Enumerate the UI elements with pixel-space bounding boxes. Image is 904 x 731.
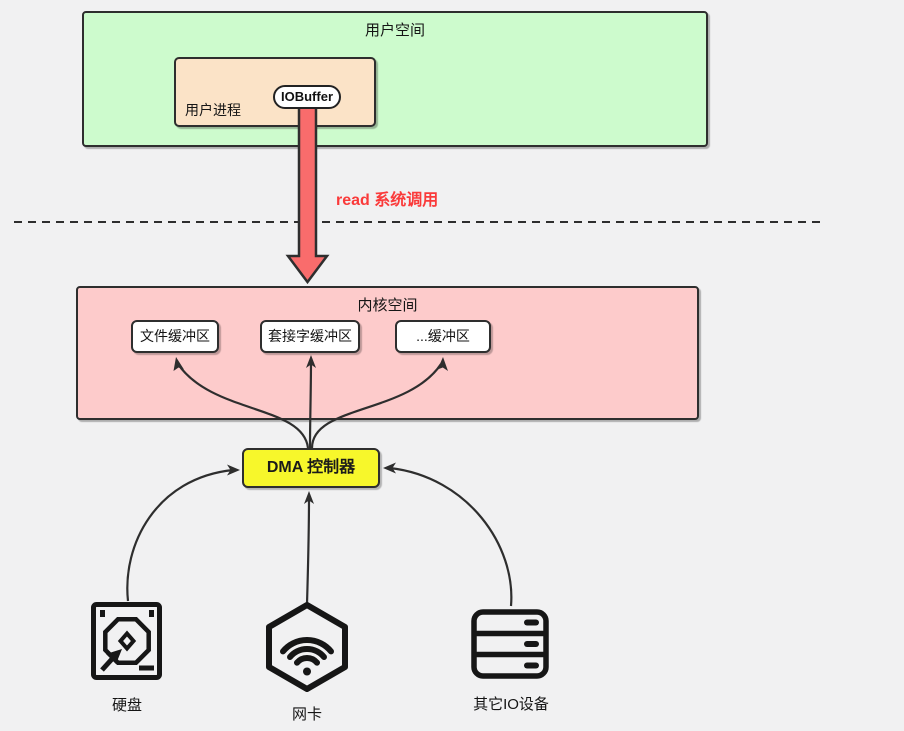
other-buffer-box: ...缓冲区 [395, 320, 491, 353]
dma-controller-box: DMA 控制器 [242, 448, 380, 488]
server-icon [471, 609, 549, 679]
device-to-dma-arrows [126, 466, 513, 607]
kernel-space-title: 内核空间 [357, 297, 418, 314]
file-buffer-box: 文件缓冲区 [131, 320, 219, 353]
socket-buffer-box: 套接字缓冲区 [260, 320, 360, 353]
wifi-hexagon-icon [266, 602, 348, 692]
user-process-label: 用户进程 [185, 102, 241, 118]
user-process-box: 用户进程 [174, 57, 376, 127]
arrow-net-to-dma [305, 495, 311, 605]
arrow-disk-to-dma [126, 468, 234, 602]
user-space-title: 用户空间 [364, 22, 425, 39]
other-io-devices-label: 其它IO设备 [473, 696, 549, 713]
read-syscall-label: read 系统调用 [336, 192, 439, 209]
hard-disk-icon [91, 602, 162, 680]
arrow-server-to-dma [389, 466, 513, 607]
network-card-label: 网卡 [291, 706, 322, 723]
io-buffer-oval: IOBuffer [273, 85, 341, 109]
kernel-space-box: 内核空间 [76, 286, 699, 420]
hard-disk-label: 硬盘 [111, 697, 142, 714]
